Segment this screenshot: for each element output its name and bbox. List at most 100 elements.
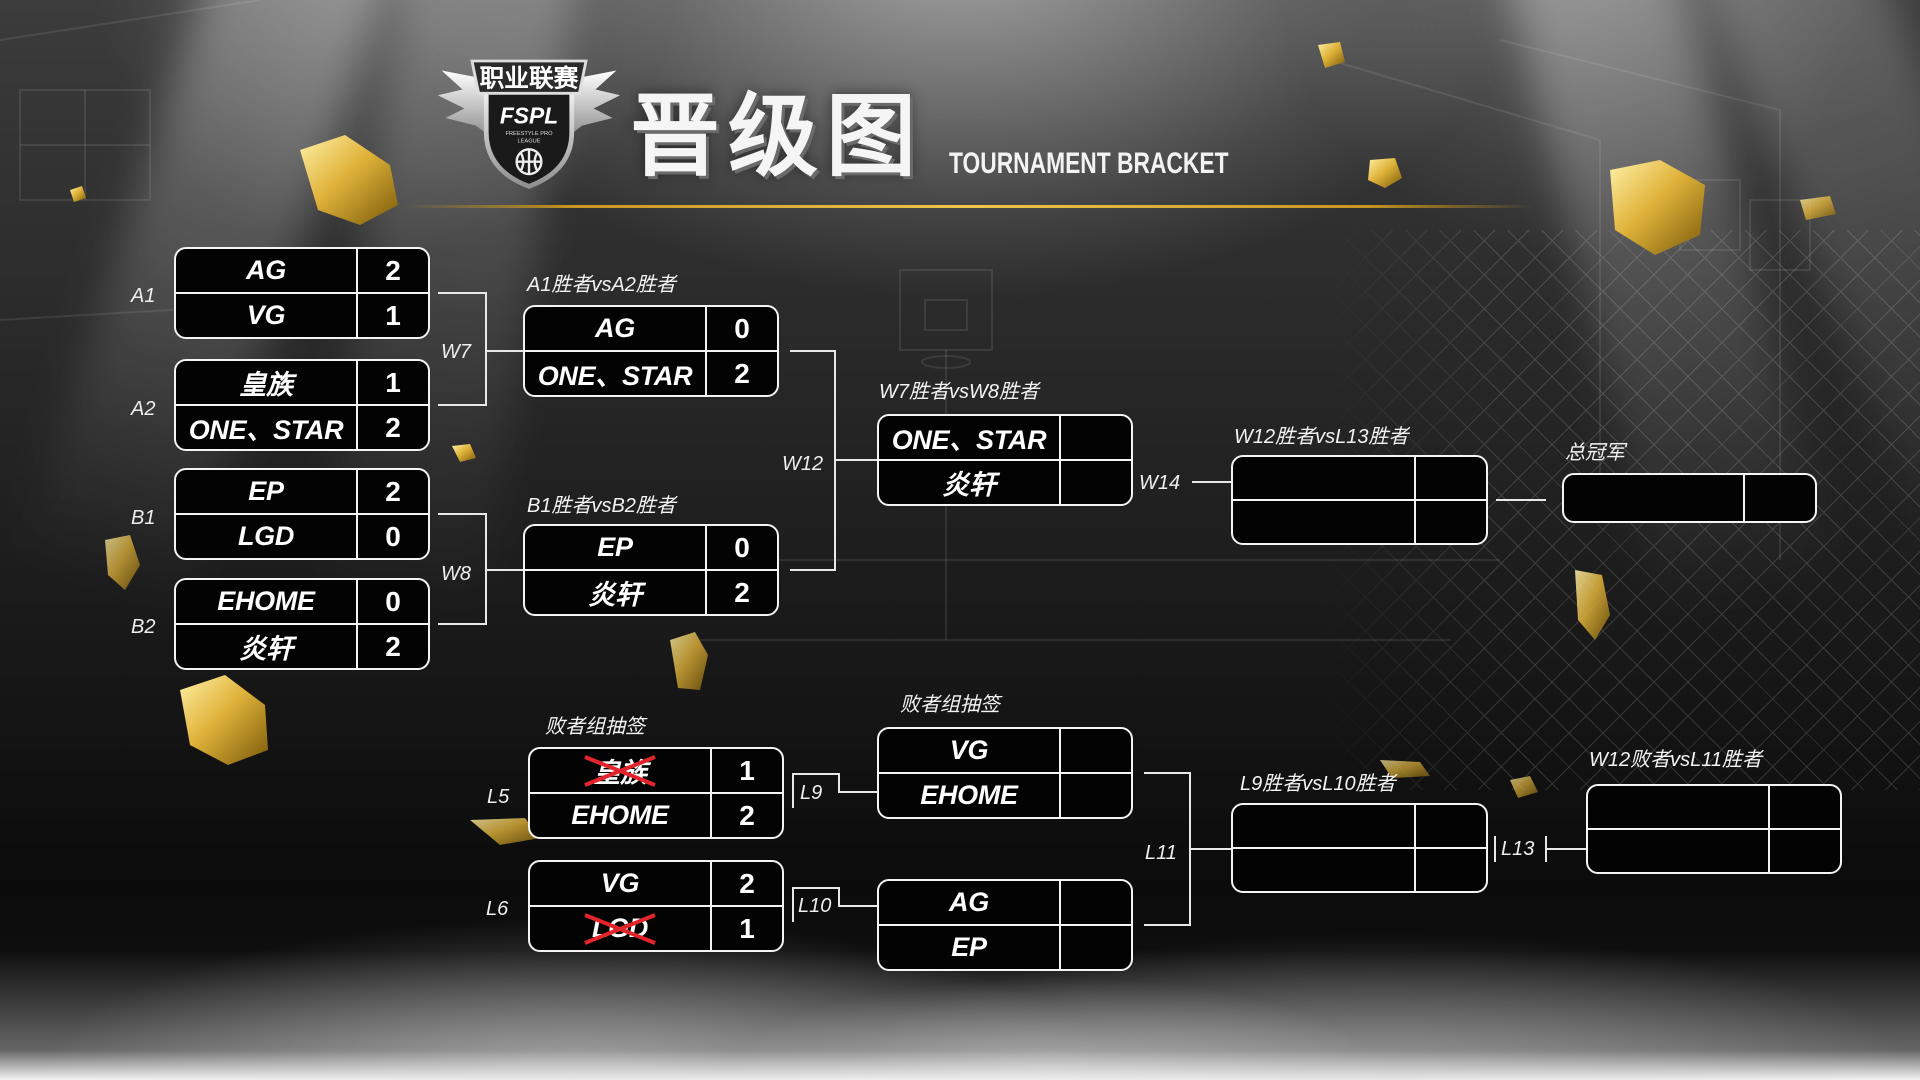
team-row: EP 0: [525, 526, 777, 569]
team-name: AG: [949, 887, 989, 917]
logo-sub-line2: LEAGUE: [517, 139, 540, 145]
team-name: LGD: [237, 521, 295, 551]
logo-name: 职业联赛: [480, 64, 579, 93]
team-row: [1564, 475, 1815, 521]
team-name: EHOME: [571, 800, 669, 830]
match-a1: AG 2 VG 1: [174, 247, 430, 339]
team-score: 1: [356, 361, 428, 404]
logo-sub-line1: FREESTYLE PRO: [505, 131, 553, 137]
team-row: EHOME: [879, 772, 1131, 817]
team-score: [1768, 786, 1840, 828]
team-name: [1233, 805, 1414, 847]
team-name: 炎轩: [239, 634, 293, 664]
team-row: AG 2: [176, 249, 428, 292]
match-b2: EHOME 0 炎轩 2: [174, 578, 430, 670]
team-row: 皇族 1: [530, 749, 782, 792]
match-label: W7: [441, 341, 471, 363]
eliminated-cross-icon: [584, 754, 656, 787]
team-score: 2: [705, 571, 777, 614]
team-score: 2: [356, 249, 428, 292]
team-score: [1414, 501, 1486, 543]
logo-abbr: FSPL: [500, 103, 558, 129]
team-score: 0: [356, 580, 428, 623]
team-row: 皇族 1: [176, 361, 428, 404]
match-l6: VG 2 LGD 1: [528, 860, 784, 952]
team-score: 2: [356, 625, 428, 668]
match-w8: EP 0 炎轩 2: [523, 524, 779, 616]
match-label: L11: [1145, 842, 1177, 864]
match-l5: 皇族 1 EHOME 2: [528, 747, 784, 839]
champion-title: 总冠军: [1565, 442, 1625, 464]
team-score: [1059, 926, 1131, 969]
team-row: ONE、STAR: [879, 416, 1131, 459]
team-name: ONE、STAR: [537, 361, 693, 391]
logo-banner: [470, 59, 588, 95]
team-row: LGD 0: [176, 513, 428, 558]
team-score: 2: [710, 794, 782, 837]
team-name: [1588, 786, 1768, 828]
match-label: B2: [131, 616, 156, 638]
team-score: 2: [705, 352, 777, 395]
match-label: B1: [131, 507, 156, 529]
team-score: [1059, 461, 1131, 504]
match-l13: [1586, 784, 1842, 874]
team-name: 炎轩: [588, 580, 642, 610]
team-row: LGD 1: [530, 905, 782, 950]
team-score: [1768, 830, 1840, 872]
gold-flake: [1318, 42, 1345, 68]
team-row: EHOME 0: [176, 580, 428, 623]
team-name: 炎轩: [942, 470, 996, 500]
team-score: 0: [705, 526, 777, 569]
match-label: A1: [131, 285, 156, 307]
team-row: [1233, 847, 1486, 891]
team-name: AG: [595, 313, 635, 343]
match-l11: [1231, 803, 1488, 893]
gold-flake: [1368, 158, 1402, 188]
match-title: B1胜者vsB2胜者: [527, 495, 676, 517]
match-label: W14: [1139, 472, 1181, 494]
match-label: L10: [798, 895, 832, 917]
team-name: [1233, 457, 1414, 499]
team-name: [1233, 849, 1414, 891]
team-score: [1743, 475, 1815, 521]
team-name: LGD: [530, 907, 710, 950]
team-name: EP: [597, 532, 633, 562]
team-row: VG: [879, 729, 1131, 772]
team-score: 2: [356, 470, 428, 513]
team-row: [1233, 457, 1486, 499]
fspl-logo: 职业联赛 FSPL FREESTYLE PRO LEAGUE: [437, 59, 621, 189]
match-w7: AG 0 ONE、STAR 2: [523, 305, 779, 397]
team-score: 1: [710, 907, 782, 950]
team-row: ONE、STAR 2: [176, 404, 428, 449]
team-score: 1: [710, 749, 782, 792]
team-score: 2: [356, 406, 428, 449]
match-l10: AG EP: [877, 879, 1133, 971]
match-label: L6: [486, 898, 509, 920]
team-row: EP 2: [176, 470, 428, 513]
team-row: [1233, 805, 1486, 847]
team-row: 炎轩 2: [176, 623, 428, 668]
match-label: W8: [441, 563, 471, 585]
team-name: ONE、STAR: [891, 425, 1047, 455]
gold-flake: [70, 186, 86, 202]
match-title: W12败者vsL11胜者: [1589, 749, 1763, 771]
page-subtitle: TOURNAMENT BRACKET: [949, 147, 1229, 180]
team-name: EP: [248, 476, 284, 506]
team-row: [1233, 499, 1486, 543]
team-score: 1: [356, 294, 428, 337]
team-score: [1414, 849, 1486, 891]
team-name: EHOME: [217, 586, 315, 616]
team-name: EHOME: [920, 780, 1018, 810]
team-row: VG 1: [176, 292, 428, 337]
match-w12: ONE、STAR 炎轩: [877, 414, 1133, 506]
team-name: AG: [246, 255, 286, 285]
team-name: VG: [949, 735, 989, 765]
match-a2: 皇族 1 ONE、STAR 2: [174, 359, 430, 451]
match-label: L5: [487, 786, 510, 808]
match-title: 败者组抽签: [900, 694, 1000, 716]
team-name: ONE、STAR: [188, 415, 344, 445]
match-title: L9胜者vsL10胜者: [1240, 773, 1396, 795]
team-score: 0: [356, 515, 428, 558]
team-name: [1564, 475, 1743, 521]
